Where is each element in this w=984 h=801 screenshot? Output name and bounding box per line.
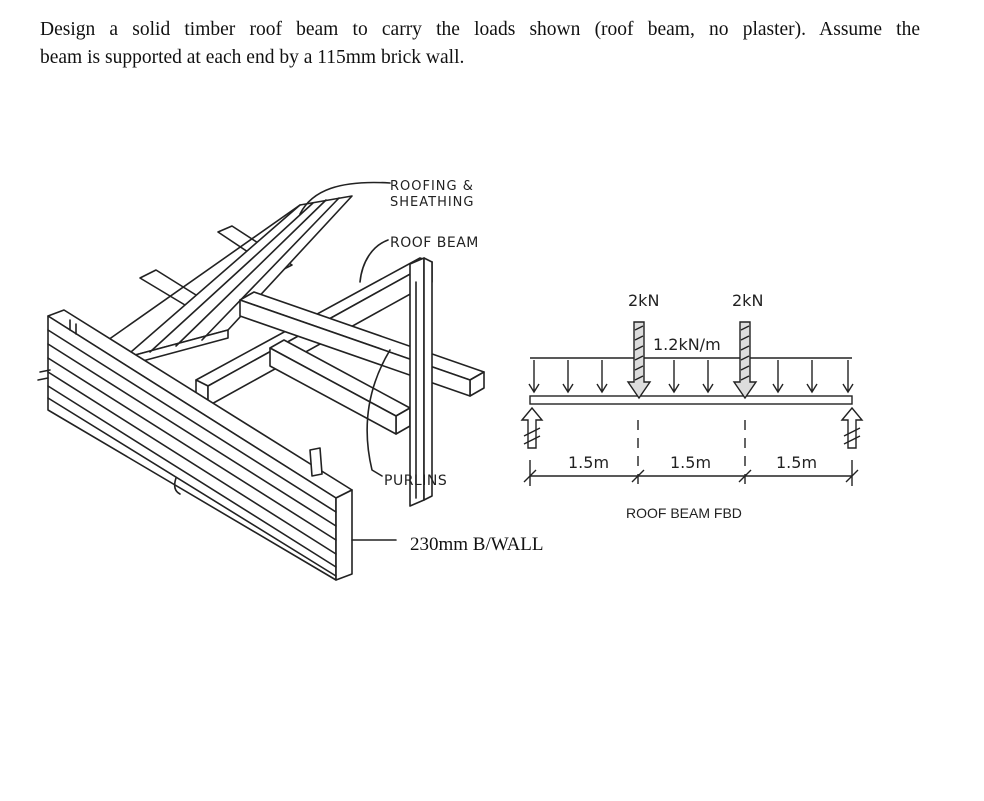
problem-line-1: Design a solid timber roof beam to carry… — [40, 19, 920, 40]
leader-lines — [299, 181, 397, 541]
udl-label: 1.2kN/m — [653, 335, 721, 354]
label-roof-beam: ROOF BEAM — [390, 235, 479, 251]
label-roofing: ROOFING & — [390, 179, 474, 194]
label-purlins: PURLINS — [384, 473, 447, 489]
problem-statement: Design a solid timber roof beam to carry… — [40, 16, 920, 72]
label-sheathing: SHEATHING — [390, 195, 474, 210]
udl-arrows — [528, 360, 854, 394]
fbd-title: ROOF BEAM FBD — [626, 505, 742, 521]
point-load-left-label: 2kN — [628, 291, 659, 310]
right-support-reaction — [840, 406, 864, 449]
timber-post — [409, 257, 433, 507]
span-label-2: 1.5m — [670, 453, 711, 472]
point-load-right-label: 2kN — [732, 291, 763, 310]
left-support-reaction — [520, 406, 544, 449]
span-dimension-line — [523, 420, 859, 486]
point-load-left-arrow — [626, 321, 652, 400]
brick-wall — [37, 309, 353, 581]
fbd-beam — [529, 395, 853, 405]
label-wall: 230mm B/WALL — [410, 534, 544, 555]
roof-structure-sketch — [37, 181, 485, 581]
point-load-right-arrow — [732, 321, 758, 400]
roof-beam-fbd — [520, 321, 864, 486]
span-label-3: 1.5m — [776, 453, 817, 472]
span-label-1: 1.5m — [568, 453, 609, 472]
problem-line-2: beam is supported at each end by a 115mm… — [40, 47, 465, 68]
